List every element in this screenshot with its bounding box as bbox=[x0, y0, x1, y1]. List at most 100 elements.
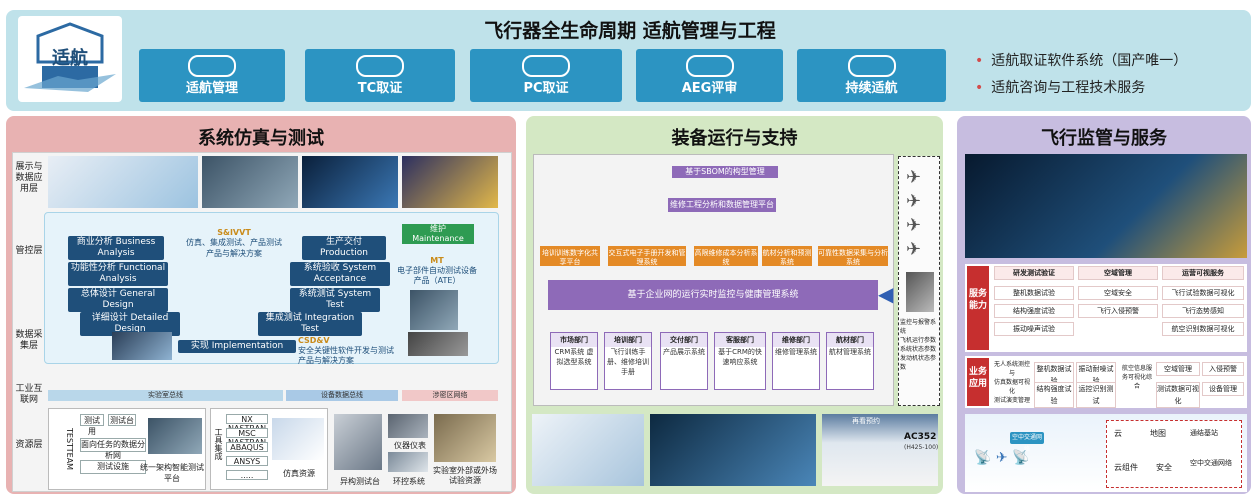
control-center-photo bbox=[650, 414, 816, 486]
cap-cell: 结构强度试验 bbox=[994, 304, 1074, 318]
dept-delivery: 交付部门 产品展示系统 bbox=[660, 332, 708, 390]
instrument-label: 仪器仪表 bbox=[394, 441, 426, 450]
monitoring-screen-photo bbox=[302, 156, 398, 208]
laptop-photo bbox=[408, 332, 468, 356]
training-platform-box: 培训训练数字化共享平台 bbox=[540, 246, 600, 266]
mt-block: MT 电子部件自动测试设备产品（ATE） bbox=[397, 256, 477, 285]
tool-more: ..... bbox=[226, 470, 268, 480]
dept-marketing: 市场部门 CRM系统 虚拟选型系统 bbox=[550, 332, 598, 390]
monitor-params-list: 监控与报警系统 飞机运行参数 系统状态参数 发动机状态参数 bbox=[900, 319, 937, 371]
sbom-config-box: 基于SBOM的构型管理 bbox=[672, 166, 778, 178]
dept-material: 航材部门 航材管理系统 bbox=[826, 332, 874, 390]
step-implementation: 实现 Implementation bbox=[178, 340, 296, 353]
step-business-analysis: 商业分析 Business Analysis bbox=[68, 236, 164, 260]
legend-air-traffic-network: 空中交通网络 bbox=[1190, 459, 1232, 467]
step-system-test: 系统测试 System Test bbox=[290, 288, 380, 312]
res-test-use: 测试用 bbox=[80, 414, 104, 436]
bullet-item-1: •适航取证软件系统（国产唯一） bbox=[975, 53, 1188, 69]
ietm-system-box: 交互式电子手册开发和管理系统 bbox=[608, 246, 686, 266]
globe-icon bbox=[847, 55, 896, 77]
app-right-title: 航空信息服务可视化综合 bbox=[1121, 365, 1152, 390]
cap-cell: 飞行态势感知 bbox=[1162, 304, 1244, 318]
maintenance-box: 维护 Maintenance bbox=[402, 224, 474, 244]
cap-cell: 整机数据试验 bbox=[994, 286, 1074, 300]
field-test-label: 实验室外部或外场试验资源 bbox=[433, 466, 497, 485]
bullet-dot-icon: • bbox=[975, 53, 984, 69]
maint-eng-platform-box: 维修工程分析和数据管理平台 bbox=[668, 198, 776, 212]
env-control-label: 环控系统 bbox=[393, 477, 425, 486]
dashboard-screenshot bbox=[48, 156, 198, 208]
layer-label-display: 展示与数据应用层 bbox=[15, 162, 43, 194]
legend-security: 安全 bbox=[1156, 463, 1172, 472]
aircraft-icons: ✈✈✈✈ bbox=[906, 167, 922, 260]
tools-title: 工具集成 bbox=[214, 428, 223, 460]
step-functional-analysis: 功能性分析 Functional Analysis bbox=[68, 262, 168, 286]
plane-icon bbox=[356, 55, 404, 77]
panel-title: 系统仿真与测试 bbox=[198, 128, 324, 149]
ate-equipment-photo bbox=[410, 290, 458, 330]
cap-cell: 航空识别数据可视化 bbox=[1162, 322, 1244, 336]
realtime-monitor-bar: 基于企业网的运行实时监控与健康管理系统 bbox=[548, 280, 878, 310]
tile-continued-airworthiness[interactable]: 持续适航 bbox=[797, 49, 946, 102]
air-traffic-net-badge: 空中交通网络 bbox=[1010, 432, 1044, 453]
helicopter-photo bbox=[822, 414, 938, 486]
svvt-block: S&IVVT 仿真、集成测试、产品测试 产品与解决方案 bbox=[186, 228, 282, 258]
res-test-facility: 测试设施 bbox=[80, 460, 146, 474]
airworthiness-logo: 适航 bbox=[18, 16, 122, 102]
app-cell: 设备管理 bbox=[1202, 382, 1244, 396]
env-control-photo bbox=[388, 452, 428, 472]
test-rack-photo bbox=[148, 418, 202, 454]
cockpit-photo bbox=[112, 332, 172, 360]
helicopter-banner: 再看预约 bbox=[852, 417, 880, 425]
cap-cell: 空域安全 bbox=[1078, 286, 1158, 300]
app-cell: 空域管理 bbox=[1156, 362, 1200, 376]
bullet-dot-icon: • bbox=[975, 80, 984, 96]
cap-header-ops: 运营可视服务 bbox=[1162, 266, 1244, 280]
sim-software-screenshot bbox=[272, 418, 324, 460]
tile-pc-certification[interactable]: PC取证 bbox=[470, 49, 622, 102]
csdv-block: CSD&V 安全关键性软件开发与测试产品与解决方案 bbox=[298, 336, 394, 365]
bullet-item-2: •适航咨询与工程技术服务 bbox=[975, 80, 1146, 96]
logo-shield-icon bbox=[24, 22, 116, 92]
certificate-icon bbox=[522, 55, 570, 77]
software-screenshot bbox=[532, 414, 644, 486]
app-cell: 运控识别测试 bbox=[1076, 382, 1116, 408]
tool-abaqus: ABAQUS bbox=[226, 442, 268, 452]
3d-city-dashboard-screenshot bbox=[965, 154, 1247, 258]
layer-label-resource: 资源层 bbox=[15, 440, 43, 450]
step-integration-test: 集成测试 Integration Test bbox=[258, 312, 362, 336]
tower-icons: 📡 ✈ 📡 bbox=[974, 450, 1030, 466]
app-cell: 测试数据可视化 bbox=[1156, 382, 1200, 408]
tool-msc-nastran: MSC NASTRAN bbox=[226, 428, 268, 447]
page-title: 飞行器全生命周期 适航管理与工程 bbox=[484, 20, 776, 42]
cap-header-airspace: 空域管理 bbox=[1078, 266, 1158, 280]
arrow-left-icon: ◀ bbox=[878, 282, 894, 306]
step-system-acceptance: 系统验收 System Acceptance bbox=[290, 262, 390, 286]
sim-resource-label: 仿真资源 bbox=[283, 469, 315, 478]
maint-cost-box: 高限维修成本分析系统 bbox=[694, 246, 758, 266]
tile-aeg-review[interactable]: AEG评审 bbox=[636, 49, 783, 102]
simulation-render-photo bbox=[402, 156, 498, 208]
res-test-bench: 测试台 bbox=[108, 414, 136, 426]
document-icon bbox=[188, 55, 236, 77]
tool-ansys: ANSYS bbox=[226, 456, 268, 466]
hetero-bench-photo bbox=[334, 414, 382, 470]
tile-airworthiness-mgmt[interactable]: 适航管理 bbox=[139, 49, 285, 102]
dept-customer-service: 客服部门 基于CRM的快速响应系统 bbox=[714, 332, 766, 390]
lab-bus-bar: 实验室总线 bbox=[48, 390, 283, 401]
cap-header-rd: 研发测试验证 bbox=[994, 266, 1074, 280]
legend-map: 地图 bbox=[1150, 429, 1166, 438]
step-general-design: 总体设计 General Design bbox=[68, 288, 168, 312]
layer-label-iiot: 工业互联网 bbox=[15, 384, 43, 405]
layer-label-collection: 数据采集层 bbox=[15, 330, 43, 351]
legend-cloud: 云 bbox=[1114, 429, 1122, 438]
dept-training: 培训部门 飞行训练手册、维修培训手册 bbox=[604, 332, 652, 390]
dept-maintenance: 维修部门 维修管理系统 bbox=[772, 332, 820, 390]
tile-tc-certification[interactable]: TC取证 bbox=[305, 49, 455, 102]
app-cell: 结构强度试验 bbox=[1034, 382, 1074, 408]
business-app-label: 业务应用 bbox=[967, 358, 989, 406]
panel-title: 装备运行与支持 bbox=[671, 128, 798, 149]
server-photo bbox=[906, 272, 934, 312]
legend-cloud-component: 云组件 bbox=[1114, 463, 1138, 472]
